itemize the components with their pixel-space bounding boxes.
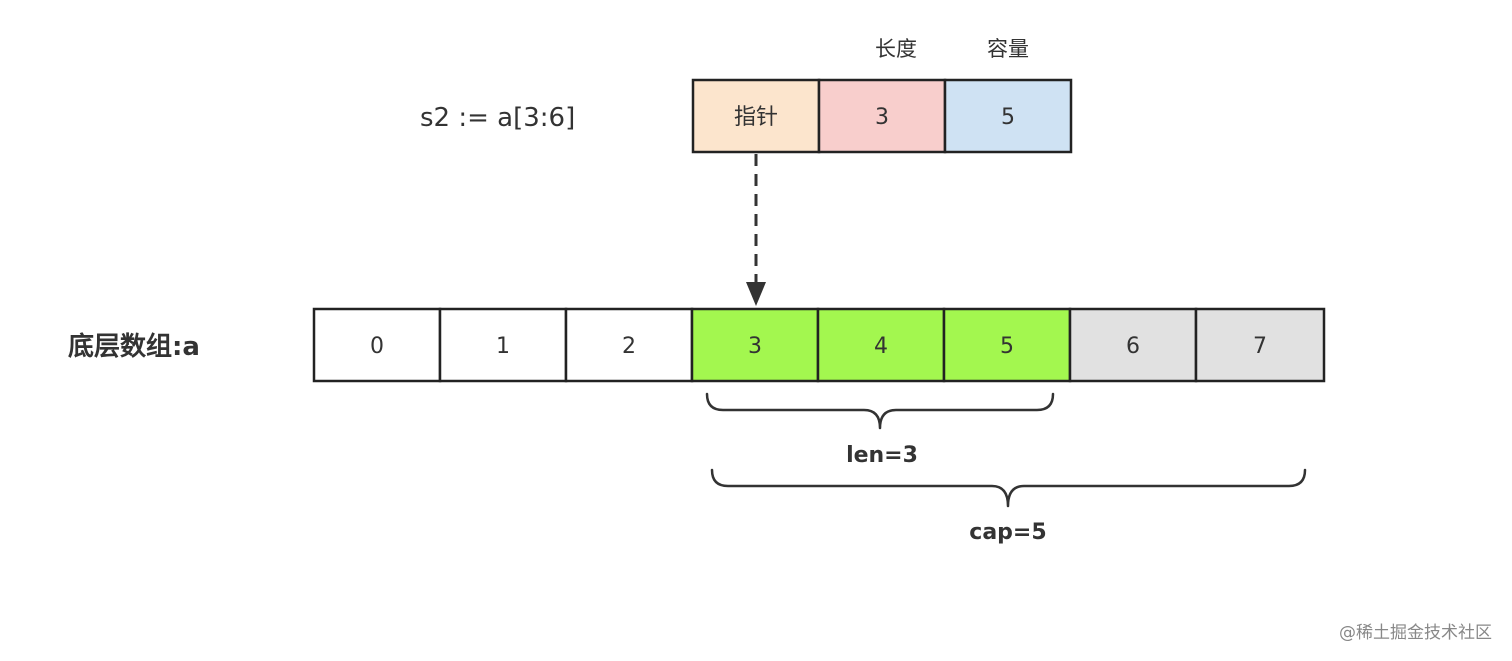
- len-header: 长度: [875, 37, 917, 61]
- array-cell-text-4: 4: [874, 334, 888, 359]
- array-cell-5: [942, 307, 1072, 383]
- pointer-arrow-head: [746, 282, 766, 306]
- len-brace: [705, 392, 1055, 430]
- cap-header: 容量: [987, 37, 1029, 61]
- slice-cap-cell: [943, 78, 1073, 154]
- array-cell-text-0: 0: [370, 334, 384, 359]
- cap-brace-label: cap=5: [969, 520, 1046, 545]
- array-cell-text-5: 5: [1000, 334, 1014, 359]
- cap-brace: [710, 468, 1307, 508]
- array-cell-6: [1068, 307, 1198, 383]
- array-label: 底层数组:a: [68, 331, 200, 362]
- array-cell-text-6: 6: [1126, 334, 1140, 359]
- slice-label: s2 := a[3:6]: [420, 103, 575, 133]
- slice-pointer-cell: [691, 78, 821, 154]
- array-cell-text-3: 3: [748, 334, 762, 359]
- slice-pointer-text: 指针: [734, 105, 778, 130]
- array-cell-text-2: 2: [622, 334, 636, 359]
- slice-len-text: 3: [875, 105, 889, 130]
- array-cell-7: [1194, 307, 1326, 383]
- slice-len-cell: [817, 78, 947, 154]
- slice-cap-text: 5: [1001, 105, 1015, 130]
- array-cell-text-1: 1: [496, 334, 510, 359]
- array-cell-text-7: 7: [1253, 334, 1267, 359]
- slice-struct: 指针 3 5: [691, 78, 1073, 154]
- watermark: @稀土掘金技术社区: [1339, 623, 1492, 643]
- len-brace-label: len=3: [846, 443, 918, 468]
- underlying-array: 0 1 2 3 4 5 6 7: [312, 307, 1326, 383]
